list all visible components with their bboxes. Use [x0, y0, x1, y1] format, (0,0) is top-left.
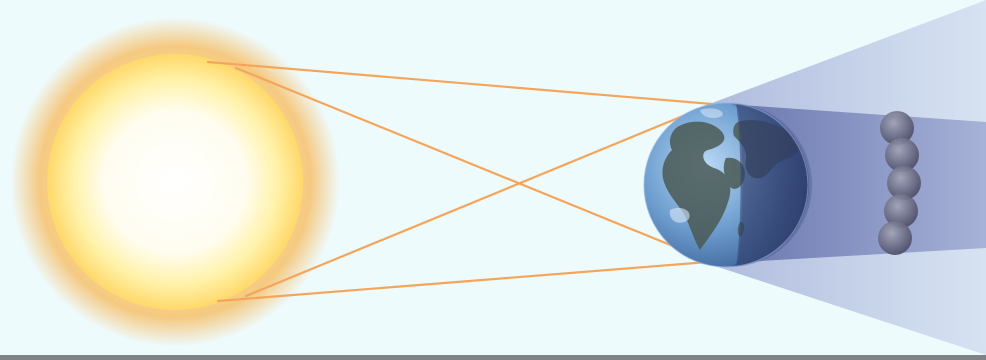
earth: [644, 103, 812, 267]
frame-bottom-rule: [0, 355, 986, 360]
sun: [47, 54, 303, 310]
moon-position-5: [878, 221, 912, 255]
